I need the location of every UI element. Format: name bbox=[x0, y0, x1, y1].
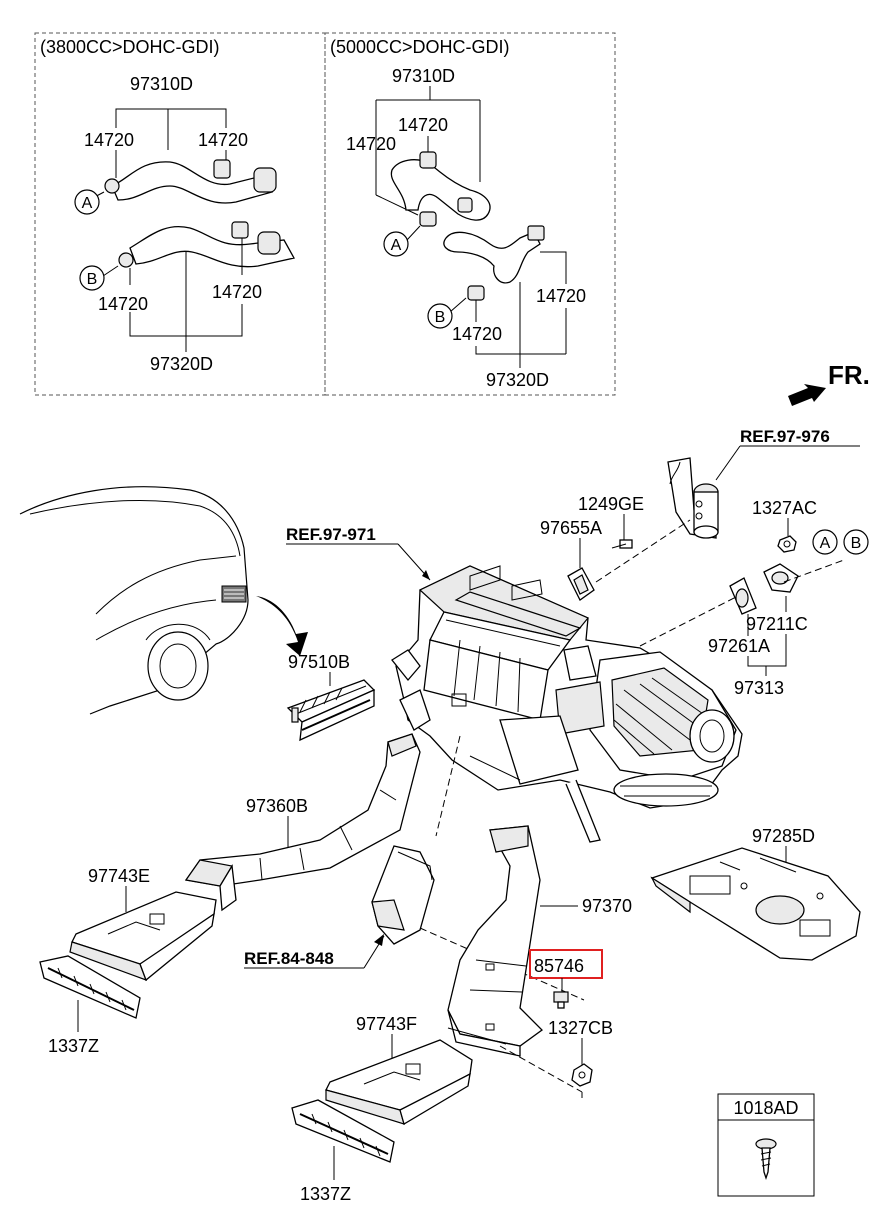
duct-97360b bbox=[184, 733, 421, 912]
label-97320d-right: 97320D bbox=[486, 370, 549, 390]
label-14720-left-b: 14720 bbox=[198, 130, 248, 150]
duct-97370 bbox=[447, 825, 543, 1057]
label-97743e: 97743E bbox=[88, 866, 150, 886]
nut-1327ac bbox=[777, 535, 797, 553]
label-97310d-right: 97310D bbox=[392, 66, 455, 86]
cover-97285d bbox=[650, 847, 861, 961]
front-direction-indicator: FR. bbox=[788, 360, 870, 406]
center-vent-97510b bbox=[286, 679, 376, 742]
label-97313: 97313 bbox=[734, 678, 784, 698]
label-1327cb: 1327CB bbox=[548, 1018, 613, 1038]
nut-1327cb bbox=[571, 1063, 593, 1087]
label-14720-left-c: 14720 bbox=[212, 282, 262, 302]
hvac-unit bbox=[391, 565, 743, 843]
label-97320d-left: 97320D bbox=[150, 354, 213, 374]
label-97655a: 97655A bbox=[540, 518, 602, 538]
fr-label: FR. bbox=[828, 360, 870, 390]
label-97261a: 97261A bbox=[708, 636, 770, 656]
label-1337z-left: 1337Z bbox=[48, 1036, 99, 1056]
screw-85746 bbox=[553, 991, 569, 1009]
expansion-valve bbox=[667, 457, 719, 539]
ref-84-848: REF.84-848 bbox=[244, 949, 334, 968]
ref-97-976: REF.97-976 bbox=[740, 427, 830, 446]
label-14720-left-d: 14720 bbox=[98, 294, 148, 314]
variant-title-3800cc: (3800CC>DOHC-GDI) bbox=[40, 37, 220, 57]
grommet-part bbox=[567, 567, 595, 601]
car-silhouette bbox=[19, 486, 308, 715]
screw-box-1018ad: 1018AD bbox=[717, 1093, 815, 1197]
label-97510b: 97510B bbox=[288, 652, 350, 672]
variant-title-5000cc: (5000CC>DOHC-GDI) bbox=[330, 37, 510, 57]
circle-b-right: B bbox=[435, 309, 446, 326]
hoses-5000cc: 97310D 14720 14720 A B 14720 14720 97320… bbox=[346, 66, 586, 390]
label-97743f: 97743F bbox=[356, 1014, 417, 1034]
label-97370: 97370 bbox=[582, 896, 632, 916]
packing-97261a bbox=[729, 577, 757, 615]
highlight-box-85746 bbox=[529, 949, 603, 979]
label-97310d-left: 97310D bbox=[130, 74, 193, 94]
vent-97743f bbox=[325, 1039, 473, 1125]
variant-box-5000cc bbox=[324, 32, 616, 396]
label-14720-right-a: 14720 bbox=[398, 115, 448, 135]
label-97360b: 97360B bbox=[246, 796, 308, 816]
label-97285d: 97285D bbox=[752, 826, 815, 846]
label-1337z-right: 1337Z bbox=[300, 1184, 351, 1204]
circle-a-left: A bbox=[82, 195, 93, 212]
hoses-3800cc: 97310D 14720 14720 A B 14720 14720 97320… bbox=[74, 74, 295, 374]
grille-1337z-left bbox=[39, 955, 141, 1019]
label-1327ac: 1327AC bbox=[752, 498, 817, 518]
ref-97-971: REF.97-971 bbox=[286, 525, 376, 544]
circle-b-main: B bbox=[851, 535, 862, 552]
seal-97211c bbox=[763, 563, 799, 593]
label-14720-right-c: 14720 bbox=[452, 324, 502, 344]
circle-a-right: A bbox=[391, 237, 402, 254]
duct-connector bbox=[371, 845, 435, 945]
vent-97743e bbox=[69, 891, 217, 982]
label-14720-right-b: 14720 bbox=[346, 134, 396, 154]
label-14720-right-d: 14720 bbox=[536, 286, 586, 306]
circle-a-main: A bbox=[820, 535, 831, 552]
label-1018ad: 1018AD bbox=[733, 1098, 798, 1118]
front-arrow-icon bbox=[788, 384, 826, 406]
label-14720-left-a: 14720 bbox=[84, 130, 134, 150]
circle-b-left: B bbox=[87, 271, 98, 288]
bolt-1249ge bbox=[611, 539, 633, 549]
label-85746[interactable]: 85746 bbox=[534, 956, 584, 976]
label-1249ge: 1249GE bbox=[578, 494, 644, 514]
grille-1337z-right bbox=[291, 1099, 395, 1163]
label-97211c: 97211C bbox=[746, 614, 808, 634]
